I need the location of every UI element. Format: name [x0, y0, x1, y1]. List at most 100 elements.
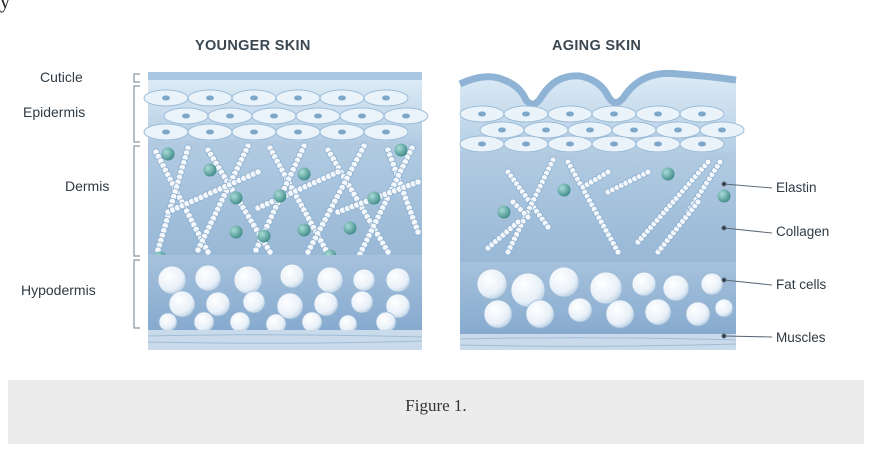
- elastin-node: [274, 190, 287, 203]
- cell-nucleus: [382, 96, 390, 101]
- aging-skin-block: [460, 73, 744, 350]
- muscles-leader-dot: [722, 334, 726, 338]
- younger-cuticle: [148, 72, 422, 80]
- fat-cell: [686, 302, 710, 326]
- fat-cell: [353, 269, 375, 291]
- illustration-panel: YOUNGER SKIN AGING SKIN Cuticle Epidermi…: [8, 12, 864, 380]
- cell-nucleus: [270, 114, 278, 119]
- fat-cell: [568, 298, 592, 322]
- cell-nucleus: [226, 114, 234, 119]
- fat-cell: [386, 268, 410, 292]
- cell-nucleus: [338, 130, 346, 135]
- epidermis-bracket: [134, 86, 140, 142]
- aging-epidermis-cells: [460, 106, 744, 152]
- fat-cells-label: Fat cells: [776, 277, 826, 292]
- fat-cell: [606, 300, 634, 328]
- cell-nucleus: [250, 130, 258, 135]
- cell-nucleus: [698, 142, 706, 147]
- collagen-bead: [415, 229, 421, 235]
- cuticle-label: Cuticle: [40, 69, 83, 85]
- fat-cell: [230, 312, 250, 332]
- cell-nucleus: [206, 96, 214, 101]
- collagen-bead: [717, 159, 723, 165]
- collagen-bead: [605, 169, 611, 175]
- cuticle-bracket: [134, 74, 140, 82]
- younger-muscle: [148, 330, 422, 350]
- elastin-node: [718, 190, 731, 203]
- elastin-leader-dot: [722, 182, 726, 186]
- collagen-bead: [305, 249, 311, 255]
- cell-nucleus: [162, 96, 170, 101]
- cell-nucleus: [674, 128, 682, 133]
- fat-cell: [701, 273, 723, 295]
- younger-epidermis-cells: [144, 90, 428, 140]
- fat-cell: [351, 291, 373, 313]
- fat-cell: [663, 275, 689, 301]
- elastin-node: [298, 168, 311, 181]
- fat-cell: [280, 264, 304, 288]
- cell-nucleus: [718, 128, 726, 133]
- collagen-bead: [253, 247, 259, 253]
- collagen-bead: [545, 224, 551, 230]
- younger-skin-title: YOUNGER SKIN: [195, 38, 311, 54]
- cell-nucleus: [566, 112, 574, 117]
- cell-nucleus: [162, 130, 170, 135]
- fat-cell: [169, 291, 195, 317]
- collagen-label: Collagen: [776, 224, 829, 239]
- elastin-node: [558, 184, 571, 197]
- fat-cell: [234, 266, 262, 294]
- collagen-bead: [705, 159, 711, 165]
- collagen-bead: [645, 169, 651, 175]
- collagen-bead: [695, 199, 701, 205]
- fat-cell: [590, 272, 622, 304]
- fat-cell: [317, 267, 343, 293]
- aging-muscle: [460, 334, 736, 350]
- fat-cell: [206, 292, 230, 316]
- elastin-node: [204, 164, 217, 177]
- fat-cell: [314, 292, 338, 316]
- skin-diagram: [8, 12, 864, 380]
- elastin-node: [230, 226, 243, 239]
- dermis-label: Dermis: [65, 178, 109, 194]
- cell-nucleus: [498, 128, 506, 133]
- elastin-node: [298, 224, 311, 237]
- collagen-bead: [515, 219, 521, 225]
- cell-nucleus: [654, 142, 662, 147]
- cell-nucleus: [542, 128, 550, 133]
- fat-cell: [526, 300, 554, 328]
- cell-nucleus: [182, 114, 190, 119]
- fat-cell: [376, 312, 396, 332]
- figure-caption: Figure 1.: [8, 396, 864, 416]
- fat-cell: [645, 299, 671, 325]
- cell-nucleus: [294, 96, 302, 101]
- cell-nucleus: [314, 114, 322, 119]
- cell-nucleus: [250, 96, 258, 101]
- hypodermis-bracket: [134, 260, 140, 328]
- fat-cell: [195, 265, 221, 291]
- elastin-label: Elastin: [776, 180, 817, 195]
- fat-cell: [549, 267, 579, 297]
- collagen-bead: [615, 249, 621, 255]
- cell-nucleus: [654, 112, 662, 117]
- cell-nucleus: [586, 128, 594, 133]
- fat-cell: [715, 299, 733, 317]
- fat-cell: [194, 312, 214, 332]
- fat-cell: [302, 312, 322, 332]
- fat-cell: [477, 269, 507, 299]
- elastin-node: [662, 168, 675, 181]
- cell-nucleus: [698, 112, 706, 117]
- muscles-label: Muscles: [776, 330, 826, 345]
- fat-cell: [484, 300, 512, 328]
- cell-nucleus: [478, 142, 486, 147]
- hypodermis-label: Hypodermis: [21, 282, 96, 298]
- fat-cell: [158, 266, 186, 294]
- collagen-bead: [205, 249, 211, 255]
- elastin-node: [258, 230, 271, 243]
- collagen-bead: [525, 214, 531, 220]
- collagen-bead: [415, 179, 421, 185]
- cell-nucleus: [206, 130, 214, 135]
- cell-nucleus: [478, 112, 486, 117]
- layer-brackets: [134, 74, 140, 328]
- collagen-leader-dot: [722, 226, 726, 230]
- cell-nucleus: [522, 142, 530, 147]
